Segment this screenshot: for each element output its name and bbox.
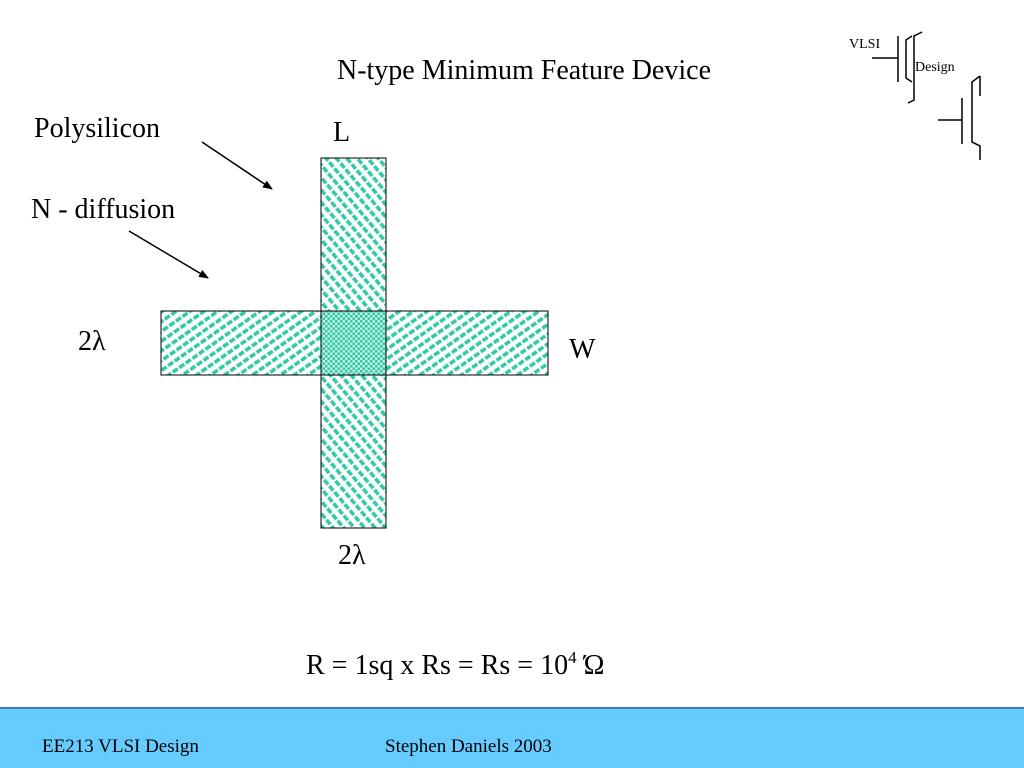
footer-course: EE213 VLSI Design [42,736,199,757]
formula-exponent: 4 [568,648,577,667]
n-diffusion-arrow [128,230,209,279]
width-dimension-label: 2λ [78,326,106,357]
length-dimension-label: 2λ [338,540,366,571]
formula-unit: Ώ [583,650,605,681]
n-diffusion-label: N - diffusion [31,194,176,225]
formula-text: R = 1sq x Rs = Rs = 10 [306,650,569,681]
length-label: L [333,117,351,148]
logo-design-text: Design [915,60,955,75]
polysilicon-arrow [201,141,273,190]
gate-overlap-region [320,310,387,376]
footer-author: Stephen Daniels 2003 [385,736,552,757]
slide-footer: EE213 VLSI Design Stephen Daniels 2003 [0,707,1024,768]
polysilicon-label: Polysilicon [34,113,161,144]
logo-transistor-icon [872,31,981,160]
resistance-formula: R = 1sq x Rs = Rs = 104 Ώ [306,648,604,682]
logo-vlsi-text: VLSI [849,37,881,52]
width-label: W [569,334,596,365]
slide-title: N-type Minimum Feature Device [336,55,711,86]
